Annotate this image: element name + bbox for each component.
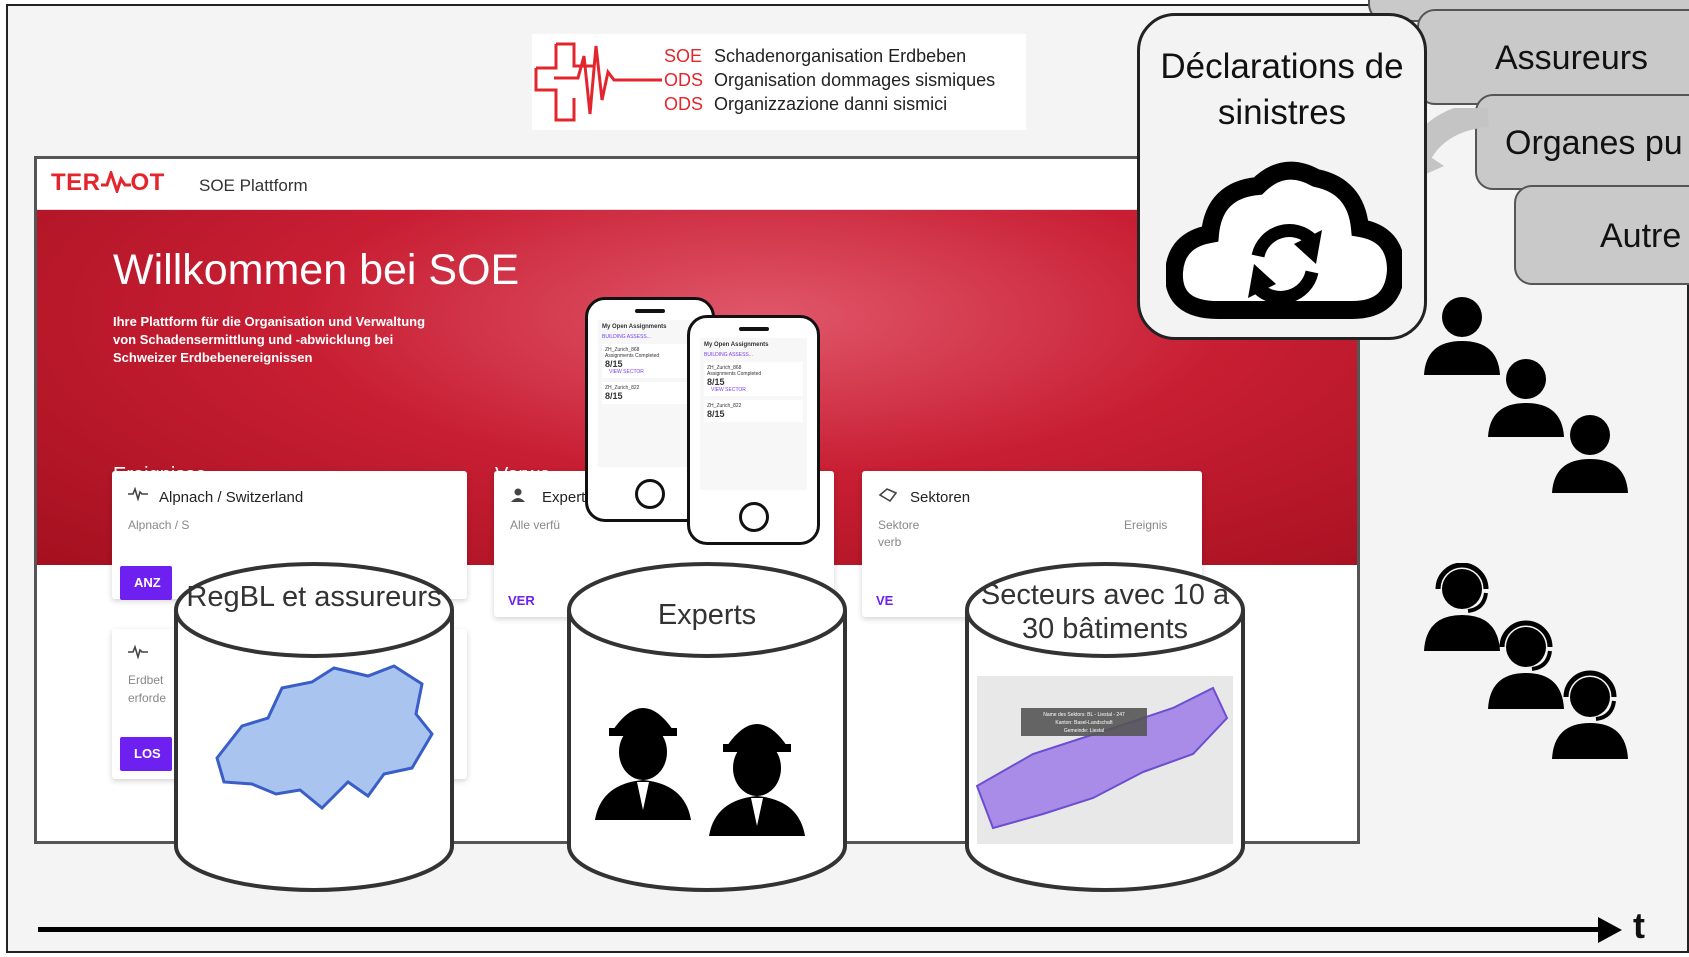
database-label-sectors: Secteurs avec 10 à 30 bâtiments — [980, 579, 1230, 645]
hero-title: Willkommen bei SOE — [113, 246, 520, 294]
sectors-card-desc: Ereignis — [1124, 518, 1168, 532]
phone-home-button — [738, 502, 769, 532]
call-center-agents-icon — [1424, 563, 1628, 759]
experts-card-desc: Alle verfü — [510, 518, 561, 532]
hero-subtitle: Ihre Plattform für die Organisation und … — [113, 314, 426, 365]
source-tab-organes: Organes pu — [1475, 94, 1689, 190]
phone-screen: My Open Assignments BUILDING ASSESS... Z… — [598, 320, 702, 467]
person-icon — [510, 487, 526, 508]
experts-manage-link[interactable]: VER — [508, 593, 535, 608]
pulse-icon — [128, 644, 148, 664]
event-card-desc: erforde — [128, 691, 167, 705]
sectors-card-title: Sektoren — [910, 489, 971, 506]
sectors-view-link[interactable]: VE — [876, 593, 894, 608]
assignment-item: ZH_Zurich_822 8/15 — [704, 400, 803, 422]
platform-title: SOE Plattform — [199, 176, 308, 195]
worker-helmet-icon — [595, 708, 691, 820]
map-tooltip-text: Name des Sektors: BL - Liestal - 247 Kan… — [1043, 712, 1125, 734]
phone-screen: My Open Assignments BUILDING ASSESS... Z… — [700, 338, 807, 490]
claims-cloud-box: Déclarations de sinistres — [1137, 13, 1427, 340]
sectors-card-desc: Sektore — [878, 518, 920, 532]
claims-title: Déclarations de sinistres — [1160, 47, 1404, 132]
database-experts — [567, 562, 847, 892]
database-label-regbl: RegBL et assureurs — [186, 581, 442, 613]
sectors-card-desc: verb — [878, 535, 902, 549]
assignment-item: ZH_Zurich_822 8/15 — [602, 382, 698, 404]
source-tab-assureurs: Assureurs — [1417, 9, 1689, 105]
phone-mockup-front: My Open Assignments BUILDING ASSESS... Z… — [687, 315, 820, 545]
event-card-desc: Erdbet — [128, 673, 164, 687]
timeline-label: t — [1633, 905, 1645, 946]
event-card-title: Alpnach / Switzerland — [159, 489, 304, 506]
event-start-button[interactable]: LOS — [120, 737, 172, 771]
database-label-experts: Experts — [657, 599, 757, 631]
cloud-sync-icon — [1166, 161, 1402, 319]
users-group-icon — [1424, 297, 1628, 493]
phone-tab: BUILDING ASSESS... — [602, 334, 651, 340]
assignment-item: ZH_Zurich_868 Assignments Completed 8/15… — [602, 344, 698, 378]
source-tab-autres: Autre — [1514, 185, 1689, 285]
timeline-arrowhead — [1598, 917, 1622, 943]
polygon-icon — [878, 487, 898, 508]
event-card-desc: Alpnach / S — [128, 518, 190, 532]
switzerland-map-icon — [215, 664, 434, 811]
map-tooltip — [1021, 708, 1147, 736]
phone-mockup-back: My Open Assignments BUILDING ASSESS... Z… — [585, 297, 715, 522]
phone-home-button — [635, 479, 665, 509]
seismograph-cross-icon — [534, 42, 662, 122]
phone-header: My Open Assignments — [704, 342, 769, 348]
database-sectors — [965, 562, 1245, 892]
database-regbl — [174, 562, 454, 892]
assignment-item: ZH_Zurich_868 Assignments Completed 8/15… — [704, 362, 803, 396]
worker-helmet-icon — [709, 724, 805, 836]
pulse-icon — [128, 486, 148, 506]
phone-tab: BUILDING ASSESS... — [704, 352, 753, 358]
phone-header: My Open Assignments — [602, 324, 667, 330]
event-open-button[interactable]: ANZ — [120, 566, 172, 600]
timeline-axis — [38, 927, 1616, 932]
